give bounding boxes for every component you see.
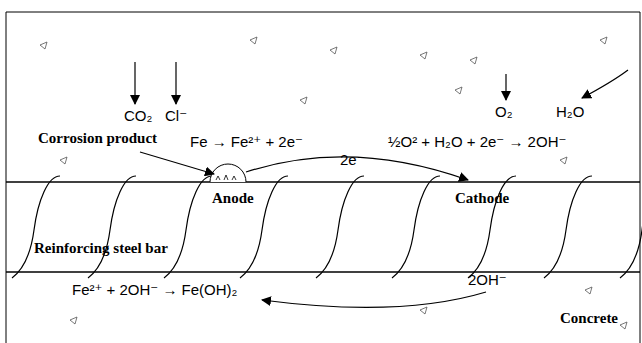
ingress-arrow	[134, 62, 135, 104]
aggregate-mark	[250, 37, 257, 44]
reaction-equation: Fe → Fe²⁺ + 2e⁻	[190, 134, 303, 151]
bar-rib	[544, 176, 592, 278]
aggregate-mark	[470, 57, 477, 64]
aggregate-mark	[70, 317, 77, 324]
bar-rib	[316, 176, 364, 278]
corrosion-texture	[216, 175, 236, 180]
bar-rib	[12, 176, 60, 278]
aggregate-mark	[300, 97, 307, 104]
ingress-arrow	[505, 74, 506, 100]
ingress-arrow	[582, 70, 628, 98]
part-name: Reinforcing steel bar	[34, 240, 168, 257]
gas-label: O₂	[495, 104, 513, 121]
water-label: H₂O	[556, 104, 584, 121]
frame-line	[6, 12, 7, 343]
bar-rib	[620, 176, 642, 278]
ingress-arrow	[175, 62, 176, 104]
aggregate-mark	[600, 37, 607, 44]
bar-edge	[6, 181, 640, 182]
part-name: Corrosion product	[38, 130, 157, 147]
corrosion-pit	[210, 164, 246, 182]
leader-arrow	[140, 152, 214, 174]
region-name: Cathode	[455, 190, 509, 207]
aggregate-mark	[60, 157, 67, 164]
aggregate-mark	[420, 52, 427, 59]
material-name: Concrete	[560, 310, 618, 327]
region-name: Anode	[212, 190, 254, 207]
aggregate-mark	[455, 87, 462, 94]
aggregate-mark	[330, 47, 337, 54]
aggregate-mark	[560, 157, 567, 164]
bar-rib	[392, 176, 440, 278]
electron-label: 2e⁻	[340, 152, 365, 169]
hydroxide-flow-arrow	[262, 292, 486, 307]
reaction-equation: ½O² + H₂O + 2e⁻ → 2OH⁻	[388, 134, 566, 151]
aggregate-mark	[420, 307, 427, 314]
bar-rib	[164, 176, 212, 278]
frame-line	[640, 12, 641, 343]
ion-label: Cl⁻	[165, 108, 187, 125]
aggregate-mark	[620, 322, 627, 329]
aggregate-marks	[40, 37, 627, 329]
bar-ribs	[12, 176, 642, 278]
frame-line	[6, 12, 640, 13]
aggregate-mark	[585, 287, 592, 294]
bar-rib	[88, 176, 136, 278]
reaction-equation: Fe²⁺ + 2OH⁻ → Fe(OH)₂	[72, 282, 237, 299]
aggregate-mark	[40, 42, 47, 49]
ion-label: 2OH⁻	[468, 272, 507, 289]
gas-label: CO₂	[124, 108, 152, 125]
